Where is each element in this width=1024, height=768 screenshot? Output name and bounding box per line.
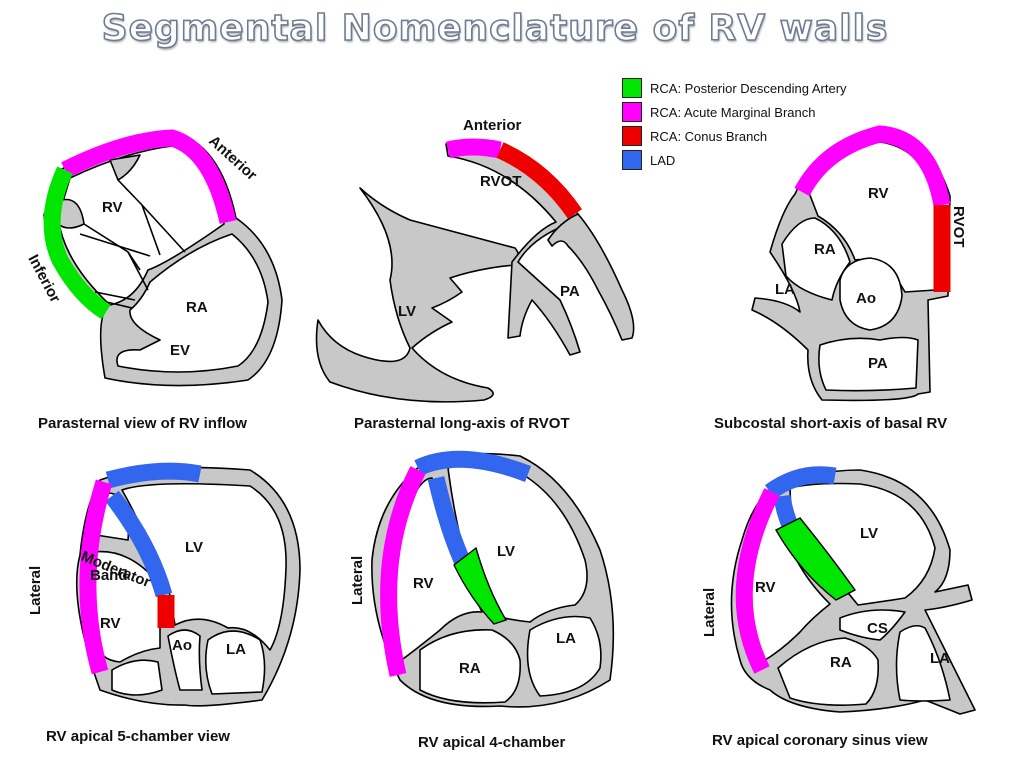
rv-inflow-green-segment xyxy=(43,166,111,320)
legend-label: RCA: Conus Branch xyxy=(650,128,768,144)
subcostal-label-pa: PA xyxy=(868,355,888,372)
legend-item-conus: RCA: Conus Branch xyxy=(622,124,847,148)
five-chamber-label-rv: RV xyxy=(100,615,121,632)
four-chamber-label-ra: RA xyxy=(459,660,481,677)
five-chamber-label-la: LA xyxy=(226,641,246,658)
coronary-sinus-la-cavity xyxy=(895,624,951,702)
panel-coronary-sinus: LV RV CS RA LA Lateral RV apical coronar… xyxy=(701,466,976,749)
subcostal-magenta-segment xyxy=(794,125,951,207)
rvot-pa-wall xyxy=(547,213,635,341)
magenta-square-icon xyxy=(622,102,642,122)
rvot-lv-wall xyxy=(315,187,520,403)
five-chamber-ao-cavity xyxy=(167,629,203,691)
subcostal-label-ao: Ao xyxy=(856,290,876,307)
four-chamber-magenta-segment xyxy=(380,466,426,677)
page-title: Segmental Nomenclature of RV walls xyxy=(101,7,889,50)
panel-rvot: Anterior RVOT LV PA Parasternal long-axi… xyxy=(315,117,635,432)
rv-inflow-caption: Parasternal view of RV inflow xyxy=(38,415,247,432)
rvot-label-anterior: Anterior xyxy=(463,117,522,134)
rvot-label-pa: PA xyxy=(560,283,580,300)
rv-inflow-label-ra: RA xyxy=(186,299,208,316)
subcostal-label-rv: RV xyxy=(868,185,889,202)
subcostal-label-ra: RA xyxy=(814,241,836,258)
panel-subcostal: RV RVOT RA LA Ao PA Subcostal short-axis… xyxy=(714,125,967,432)
five-chamber-label-lateral: Lateral xyxy=(27,566,44,615)
five-chamber-magenta-segment xyxy=(79,479,113,675)
legend-item-acute-marginal: RCA: Acute Marginal Branch xyxy=(622,100,847,124)
panel-five-chamber: LV Moderator Band RV Ao LA Lateral RV ap… xyxy=(27,462,301,745)
coronary-sinus-magenta-segment xyxy=(735,488,780,674)
coronary-sinus-green-septum xyxy=(775,517,857,601)
rvot-label-rvot: RVOT xyxy=(480,173,521,190)
four-chamber-la-cavity xyxy=(526,615,602,697)
subcostal-ao-cavity xyxy=(839,257,903,331)
coronary-sinus-label-cs: CS xyxy=(867,620,888,637)
rv-inflow-label-rv: RV xyxy=(102,199,123,216)
coronary-sinus-label-lateral: Lateral xyxy=(701,588,718,637)
rvot-magenta-segment xyxy=(445,138,502,159)
subcostal-ra-cavity xyxy=(781,217,851,301)
four-chamber-ra-cavity xyxy=(419,629,522,704)
rv-inflow-label-ev: EV xyxy=(170,342,190,359)
rv-inflow-rv-cavity xyxy=(57,145,225,306)
rv-inflow-ra-cavity xyxy=(116,233,269,373)
five-chamber-ra-cavity xyxy=(111,659,163,696)
four-chamber-label-la: LA xyxy=(556,630,576,647)
five-chamber-label-band: Band xyxy=(90,567,128,584)
red-square-icon xyxy=(622,126,642,146)
four-chamber-blue-segment xyxy=(414,450,532,482)
coronary-sinus-caption: RV apical coronary sinus view xyxy=(712,732,928,749)
five-chamber-la-cavity xyxy=(204,630,266,695)
legend-item-lad: LAD xyxy=(622,148,847,172)
legend-label: RCA: Acute Marginal Branch xyxy=(650,104,816,120)
rv-inflow-magenta-segment xyxy=(61,129,237,224)
four-chamber-caption: RV apical 4-chamber xyxy=(418,734,565,751)
coronary-sinus-label-ra: RA xyxy=(830,654,852,671)
rv-inflow-papillary-side xyxy=(57,198,85,229)
five-chamber-caption: RV apical 5-chamber view xyxy=(46,728,230,745)
rvot-label-lv: LV xyxy=(398,303,416,320)
five-chamber-lv-cavity xyxy=(121,482,287,651)
five-chamber-label-lv: LV xyxy=(185,539,203,556)
coronary-sinus-blue-segment xyxy=(764,466,837,500)
four-chamber-blue-septum xyxy=(427,476,472,569)
coronary-sinus-cs-cavity xyxy=(839,609,906,641)
coronary-sinus-label-rv: RV xyxy=(755,579,776,596)
panel-rv-inflow: RV RA EV Anterior Inferior Parasternal v… xyxy=(24,129,283,432)
panel-four-chamber: LV RV RA LA Lateral RV apical 4-chamber xyxy=(349,450,615,751)
blue-square-icon xyxy=(622,150,642,170)
green-square-icon xyxy=(622,78,642,98)
five-chamber-label-ao: Ao xyxy=(172,637,192,654)
five-chamber-blue-moderator xyxy=(105,490,173,598)
legend-label: RCA: Posterior Descending Artery xyxy=(650,80,847,96)
legend: RCA: Posterior Descending Artery RCA: Ac… xyxy=(622,76,847,172)
subcostal-caption: Subcostal short-axis of basal RV xyxy=(714,415,947,432)
subcostal-pa-cavity xyxy=(818,336,919,392)
four-chamber-label-lateral: Lateral xyxy=(349,556,366,605)
legend-label: LAD xyxy=(650,152,676,168)
subcostal-label-la: LA xyxy=(775,281,795,298)
coronary-sinus-label-lv: LV xyxy=(860,525,878,542)
rvot-red-segment xyxy=(496,142,583,219)
coronary-sinus-ra-cavity xyxy=(777,637,880,706)
four-chamber-green-septum xyxy=(453,546,508,625)
rvot-caption: Parasternal long-axis of RVOT xyxy=(354,415,570,432)
four-chamber-label-lv: LV xyxy=(497,543,515,560)
coronary-sinus-label-la: LA xyxy=(930,650,950,667)
subcostal-label-rvot: RVOT xyxy=(950,206,967,247)
four-chamber-label-rv: RV xyxy=(413,575,434,592)
legend-item-pda: RCA: Posterior Descending Artery xyxy=(622,76,847,100)
five-chamber-blue-segment xyxy=(105,462,202,489)
